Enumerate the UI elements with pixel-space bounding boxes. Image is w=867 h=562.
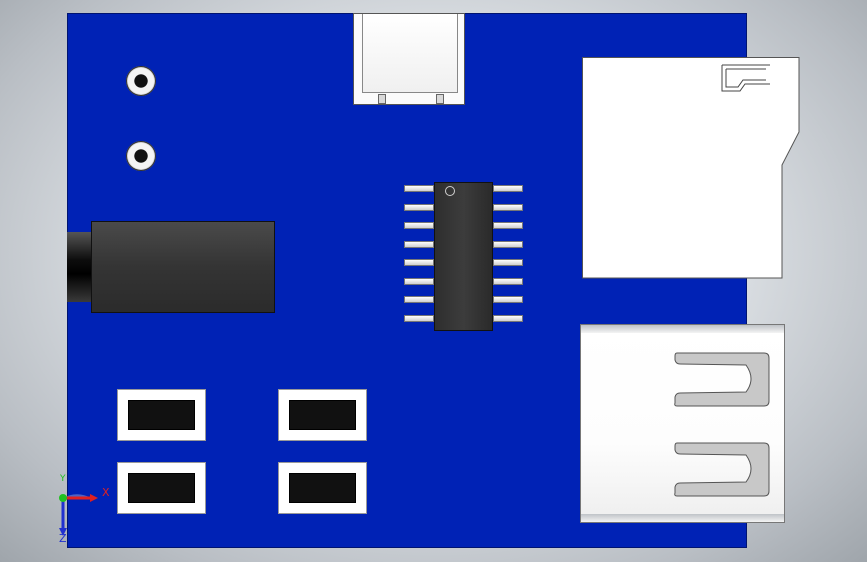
usb-b-housing [362,14,458,93]
usb-a-bottom-band [581,514,784,522]
button-cap [128,400,195,430]
ic-pin-left [404,222,434,229]
ic-pin-left [404,240,434,248]
x-axis-label: X [102,486,110,499]
button-cap [289,400,356,430]
ic-pin-right [493,240,523,248]
ic-pin-right [493,277,523,285]
ic-pin-right [493,314,523,322]
ic-pin-right [493,222,523,229]
ic-pin-right [493,185,523,192]
ic-pin-right [493,296,523,303]
y-axis-marker [59,494,67,502]
ic-pin-left [404,203,434,211]
ic-pin-left [404,296,434,303]
tactile-button-top-left [117,389,206,441]
tactile-button-top-right [278,389,367,441]
ic-pin-right [493,259,523,266]
tactile-button-bottom-right [278,462,367,514]
z-axis-label: Z [59,532,67,545]
audio-jack [91,221,275,313]
ic-pin1-marker [445,186,455,196]
sd-card-notch [721,64,770,92]
usb-a-connector [580,324,785,523]
usb-a-top-band [581,325,784,333]
sd-card-slot [582,57,800,279]
ic-pin-left [404,259,434,266]
usb-a-contacts [674,352,770,497]
usb-b-connector [353,13,465,105]
mounting-hole-bottom [126,141,156,171]
audio-jack-plug [67,232,93,302]
ic-pin-left [404,314,434,322]
soic-ic [434,182,493,331]
ic-pin-left [404,185,434,192]
y-axis-label: Y [60,474,66,484]
usb-b-tab-right [436,94,444,104]
button-cap [128,473,195,503]
ic-pin-right [493,203,523,211]
mounting-hole-top [126,66,156,96]
coordinate-triad: X Y Z [50,474,120,550]
button-cap [289,473,356,503]
ic-pin-left [404,277,434,285]
tactile-button-bottom-left [117,462,206,514]
usb-b-tab-left [378,94,386,104]
